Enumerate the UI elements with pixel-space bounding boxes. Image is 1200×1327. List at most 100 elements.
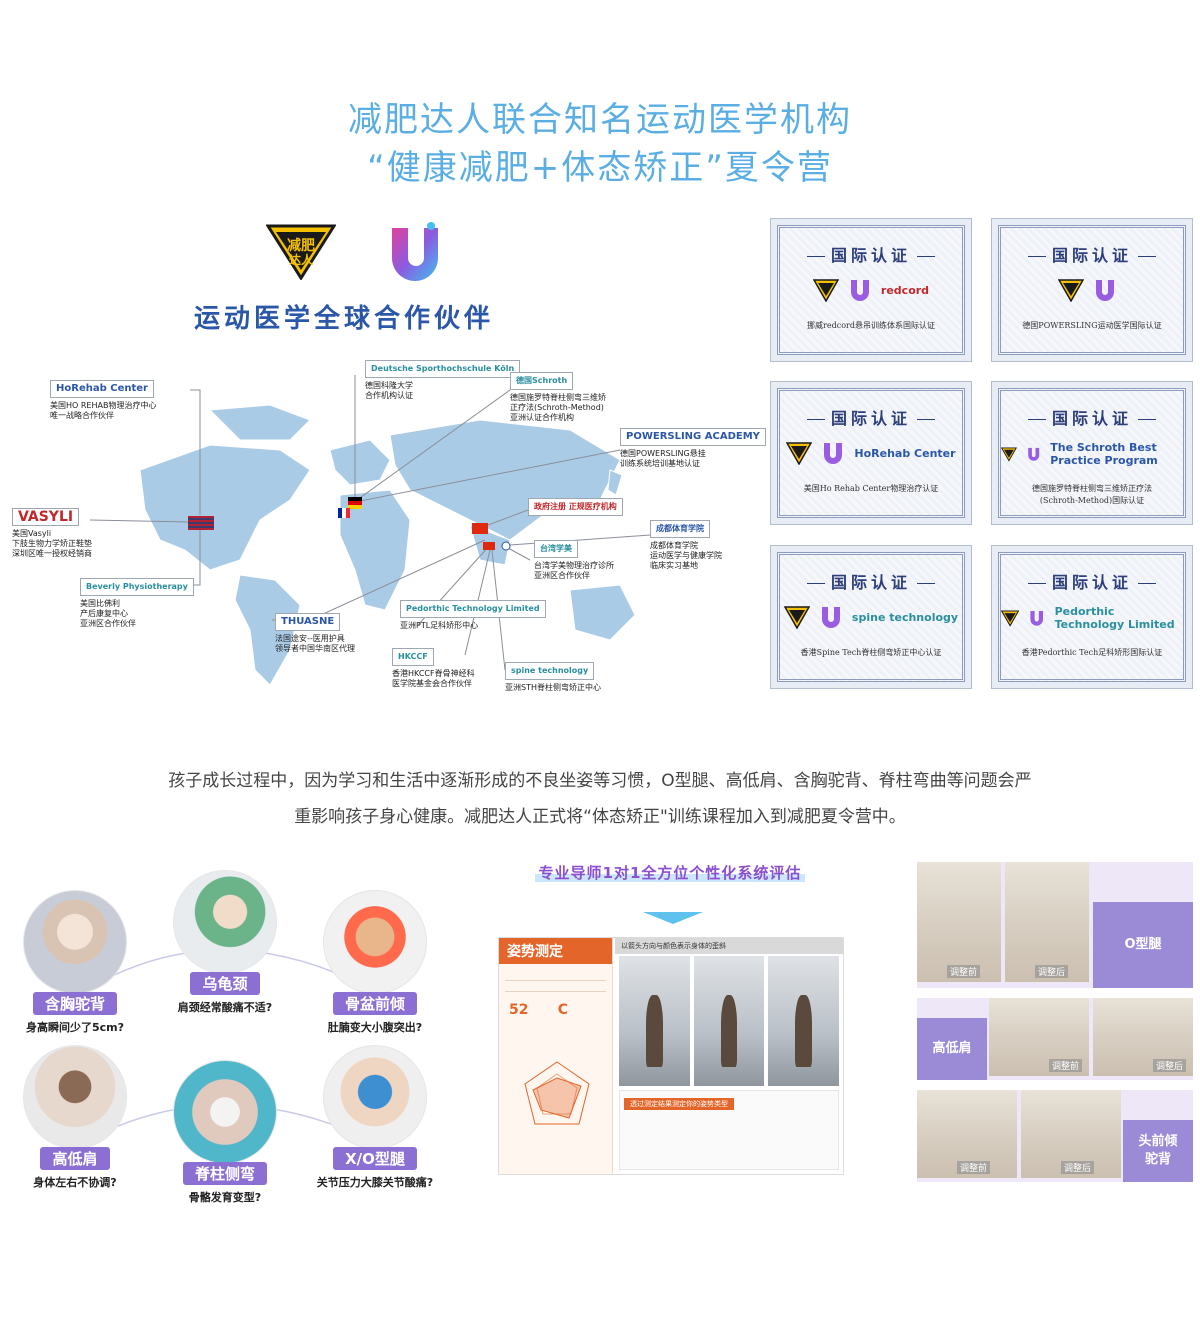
posture-photo <box>323 1045 427 1149</box>
partner-logos: 减肥 达人 <box>266 220 466 290</box>
u-brand-logo <box>821 607 840 628</box>
certificate-description: 香港Spine Tech脊柱侧弯矫正中心认证 <box>800 648 942 657</box>
report-photo-side <box>768 956 840 1086</box>
radar-chart-icon <box>524 1061 590 1125</box>
report-title: 姿势测定 <box>499 938 612 964</box>
certificate-logos: The Schroth Best Practice Program <box>1001 441 1183 467</box>
callout-schroth: 德国Schroth 德国施罗特脊柱侧弯三维矫 正疗法(Schroth-Metho… <box>510 372 606 423</box>
certificate-title: 国际认证 <box>1001 242 1183 266</box>
u-brand-logo <box>1096 280 1114 301</box>
callout-hkccf-text: 香港HKCCF脊骨神经科 医学院基金会合作伙伴 <box>392 669 475 688</box>
posture-tag: 高低肩 <box>40 1147 110 1170</box>
callout-sth: spine technology 亚洲STH脊柱侧弯矫正中心 <box>505 662 601 693</box>
certificate-logos: Pedorthic Technology Limited <box>1001 605 1183 631</box>
posture-caption: 肚腩变大小腹突出? <box>327 1021 423 1034</box>
report-photo-back <box>693 956 765 1086</box>
certificate-card: 国际认证 redcord 挪威redcord悬吊训练体系国际认证 <box>770 218 972 362</box>
after-photo: 调整后 <box>1093 998 1193 1076</box>
partners-heading: 运动医学全球合作伙伴 <box>194 304 495 334</box>
headline-line-2: “健康减肥+体态矫正”夏令营 <box>367 148 833 188</box>
jianfeidaren-logo <box>783 606 810 629</box>
report-summary: 姿势测定 52 C <box>499 938 613 1174</box>
certificate-brand: spine technology <box>851 610 959 624</box>
jianfeidaren-logo: 减肥 达人 <box>266 224 336 280</box>
callout-ptl: Pedorthic Technology Limited 亚洲PTL足科矫形中心 <box>400 600 546 631</box>
callout-taiwan-text: 台湾学美物理治疗诊所 亚洲区合作伙伴 <box>534 561 614 580</box>
callout-beverly-logo: Beverly Physiotherapy <box>80 578 194 596</box>
callout-chengdu: 成都体育学院 成都体育学院 运动医学与健康学院 临床实习基地 <box>650 520 722 571</box>
intro-paragraph: 孩子成长过程中，因为学习和生活中逐渐形成的不良坐姿等习惯，O型腿、高低肩、含胸驼… <box>60 763 1140 835</box>
posture-item-turtle-neck: 乌龟颈 肩颈经常酸痛不适? <box>160 870 290 1015</box>
certificate-title: 国际认证 <box>780 242 962 266</box>
report-photos <box>619 956 840 1086</box>
callout-chengdu-logo: 成都体育学院 <box>650 520 710 538</box>
svg-text:减肥: 减肥 <box>287 237 315 254</box>
posture-tag: 乌龟颈 <box>190 972 260 995</box>
report-score: 52 C <box>499 998 612 1022</box>
callout-horehab: HoRehab Center 美国HO REHAB物理治疗中心 唯一战略合作伙伴 <box>50 380 156 421</box>
certificate-frame: 国际认证 redcord 挪威redcord悬吊训练体系国际认证 <box>777 225 965 355</box>
posture-photo <box>323 890 427 994</box>
callout-hkccf-logo: HKCCF <box>392 648 434 666</box>
callout-koln-logo: Deutsche Sporthochschule Köln <box>365 360 521 378</box>
posture-tag: 脊柱侧弯 <box>182 1162 267 1185</box>
after-photo: 调整后 <box>1005 862 1089 982</box>
posture-caption: 身高瞬间少了5cm? <box>25 1021 125 1034</box>
world-partner-map: HoRehab Center 美国HO REHAB物理治疗中心 唯一战略合作伙伴… <box>10 350 766 700</box>
jianfeidaren-logo <box>812 279 839 302</box>
callout-gov: 政府注册 正规医疗机构 <box>528 498 623 519</box>
certificate-brand: HoRehab Center <box>854 446 956 460</box>
callout-taiwan: 台湾学美 台湾学美物理治疗诊所 亚洲区合作伙伴 <box>534 540 614 581</box>
posture-caption: 身体左右不协调? <box>33 1176 117 1189</box>
callout-sth-logo: spine technology <box>505 662 595 680</box>
report-legend: 以箭头方向与颜色表示身体的歪斜 <box>615 938 843 954</box>
before-after-shoulders: 高低肩 调整前 调整后 <box>917 998 1193 1080</box>
svg-text:达人: 达人 <box>289 252 314 267</box>
callout-sth-text: 亚洲STH脊柱侧弯矫正中心 <box>505 683 601 692</box>
posture-caption: 骨骼发育变型? <box>188 1191 262 1204</box>
before-photo: 调整前 <box>917 862 1001 982</box>
posture-item-hunchback: 含胸驼背 身高瞬间少了5cm? <box>10 890 140 1035</box>
posture-item-scoliosis: 脊柱侧弯 骨骼发育变型? <box>160 1060 290 1205</box>
callout-ptl-text: 亚洲PTL足科矫形中心 <box>400 621 479 630</box>
certificate-description: 香港Pedorthic Tech足科矫形国际认证 <box>1021 648 1163 657</box>
callout-chengdu-text: 成都体育学院 运动医学与健康学院 临床实习基地 <box>650 541 722 570</box>
certificate-logos: spine technology <box>780 605 962 629</box>
jianfeidaren-logo <box>1058 279 1084 302</box>
callout-koln-text: 德国科隆大学 合作机构认证 <box>365 381 413 400</box>
callout-vasyli-text: 美国Vasyli 下肢生物力学矫正鞋垫 深圳区唯一授权经销商 <box>12 529 92 558</box>
intro-line-1: 孩子成长过程中，因为学习和生活中逐渐形成的不良坐姿等习惯，O型腿、高低肩、含胸驼… <box>168 771 1032 791</box>
headline-line-1: 减肥达人联合知名运动医学机构 <box>348 100 852 140</box>
u-brand-logo <box>824 443 843 464</box>
callout-thuasne-text: 法国途安--医用护具 领导者中国华南区代理 <box>275 634 355 653</box>
certificate-brand: redcord <box>880 283 930 297</box>
certificate-description: 德国施罗特脊柱侧弯三维矫正疗法 (Schroth-Method)国际认证 <box>1032 484 1152 505</box>
callout-hkccf: HKCCF 香港HKCCF脊骨神经科 医学院基金会合作伙伴 <box>392 648 475 689</box>
certificate-description: 挪威redcord悬吊训练体系国际认证 <box>807 321 935 330</box>
before-after-label: 高低肩 <box>917 1018 987 1080</box>
posture-photo <box>23 1045 127 1149</box>
callout-beverly-text: 美国比佛利 产后康复中心 亚洲区合作伙伴 <box>80 599 136 628</box>
posture-photo <box>23 890 127 994</box>
before-after-forward-head: 调整前 调整后 头前倾 驼背 <box>917 1090 1193 1182</box>
jianfeidaren-logo <box>1001 610 1020 627</box>
assessment-title-text: 专业导师1对1全方位个性化系统评估 <box>534 864 806 882</box>
before-after-label: O型腿 <box>1093 902 1193 988</box>
u-brand-logo <box>392 222 438 281</box>
posture-tag: 骨盆前倾 <box>332 992 417 1015</box>
callout-powersling-logo: POWERSLING ACADEMY <box>620 428 766 446</box>
certificate-brand: Pedorthic Technology Limited <box>1054 605 1175 631</box>
certificate-logos: redcord <box>780 278 962 302</box>
before-photo: 调整前 <box>917 1090 1017 1178</box>
certificate-description: 美国Ho Rehab Center物理治疗认证 <box>803 484 939 493</box>
report-analysis-tag: 透过测定结果测定你的姿势类型 <box>624 1098 734 1110</box>
down-arrow-icon <box>643 912 703 924</box>
before-after-label: 头前倾 驼背 <box>1123 1120 1193 1182</box>
certificate-logos: HoRehab Center <box>780 441 962 465</box>
posture-item-pelvic-tilt: 骨盆前倾 肚腩变大小腹突出? <box>310 890 440 1035</box>
